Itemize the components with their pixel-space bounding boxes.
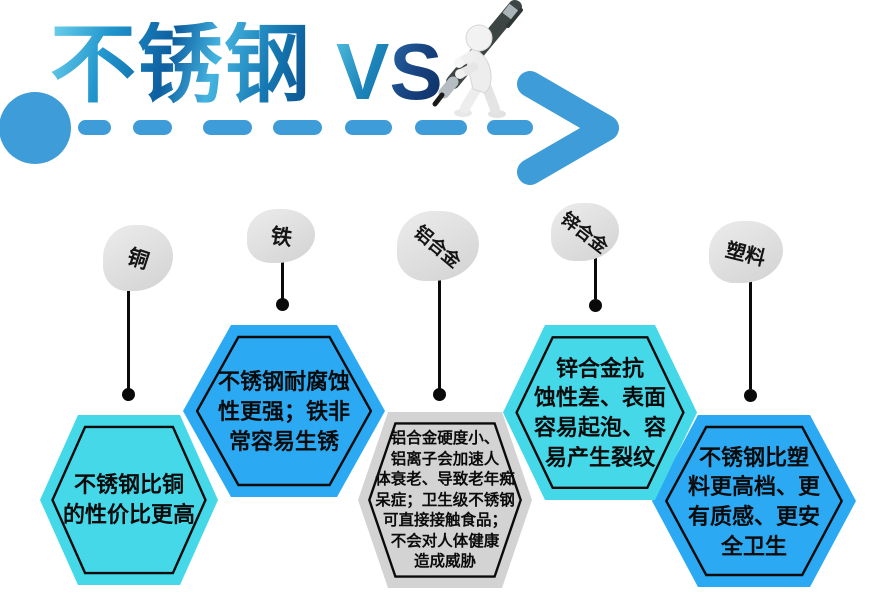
title-vs-v: V (336, 27, 390, 116)
hexagon-text-zinc-alloy: 锌合金抗 蚀性差、表面 容易起泡、容 易产生裂纹 (533, 355, 666, 470)
material-tag-iron: 铁 (247, 209, 315, 263)
dash (203, 120, 252, 135)
material-tag-aluminum-alloy: 铝合金 (397, 211, 479, 281)
dashed-arrow-graphic (0, 71, 619, 185)
connector-line (281, 258, 284, 300)
dash (133, 120, 172, 135)
hexagon-copper (40, 415, 218, 585)
material-tag-plastic: 塑料 (709, 221, 783, 283)
connector-dot (433, 388, 446, 401)
connector-dot (744, 389, 757, 402)
dash (78, 120, 111, 135)
hexagon-text-aluminum-alloy: 铝合金硬度小、 铝离子会加速人 体衰老、导致老年痴 呆症；卫生级不锈钢 可直接接… (375, 430, 515, 571)
material-tag-label: 铜 (123, 245, 152, 274)
pen-figure-icon (432, 0, 523, 118)
title-vs: VS (336, 32, 443, 112)
hexagon-text-plastic: 不锈钢比塑 料更高档、更 有质感、更安 全卫生 (687, 444, 820, 559)
material-tag-label: 锌合金 (556, 208, 612, 258)
dash (487, 120, 533, 135)
connector-line (594, 256, 597, 299)
hexagon-iron (183, 325, 385, 497)
hexagon-aluminum-alloy (358, 412, 532, 588)
material-tag-label: 铝合金 (410, 221, 465, 272)
title-stainless-steel: 不锈钢 (50, 17, 311, 113)
connector-line (127, 284, 130, 390)
hexagon-plastic (652, 415, 856, 587)
hexagon-text-copper: 不锈钢比铜 的性价比更高 (62, 472, 195, 527)
hexagon-text-iron: 不锈钢耐腐蚀 性更强；铁非 常容易生锈 (217, 369, 350, 454)
material-tag-zinc-alloy: 锌合金 (551, 203, 619, 261)
hexagon-zinc-alloy (503, 325, 697, 500)
arrow-chevron-icon (517, 71, 619, 185)
dash (345, 120, 392, 135)
material-tag-copper: 铜 (103, 225, 173, 291)
connector-line (438, 276, 441, 390)
connector-dot (122, 388, 135, 401)
title-vs-s: S (389, 27, 443, 116)
connector-dot (589, 299, 602, 312)
connector-line (749, 278, 752, 389)
dash (415, 120, 467, 135)
material-tag-label: 塑料 (723, 238, 768, 270)
material-tag-label: 铁 (268, 224, 293, 251)
connector-dot (276, 298, 289, 311)
dash (273, 120, 322, 135)
start-circle (0, 92, 71, 164)
